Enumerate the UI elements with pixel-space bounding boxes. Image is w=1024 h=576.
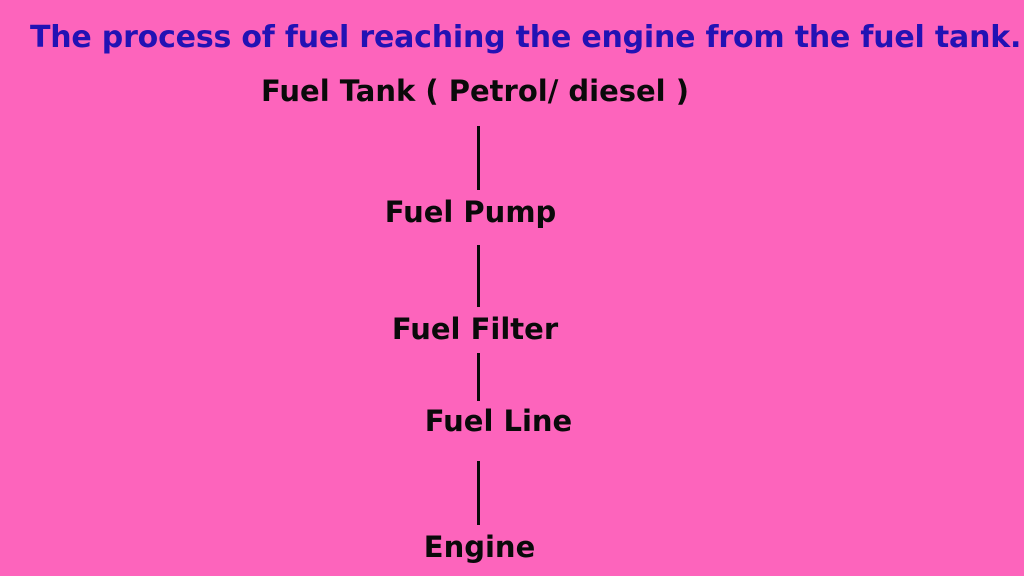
flow-node-fuel-tank: Fuel Tank ( Petrol/ diesel )	[261, 74, 689, 108]
flow-node-fuel-line: Fuel Line	[424, 404, 573, 438]
flow-connector-filter-to-line	[477, 353, 480, 401]
flow-connector-pump-to-filter	[477, 245, 480, 307]
flow-node-engine: Engine	[423, 530, 536, 564]
flow-connector-line-to-engine	[477, 461, 480, 525]
flow-node-fuel-filter: Fuel Filter	[391, 312, 559, 346]
page-title: The process of fuel reaching the engine …	[30, 20, 1022, 55]
flow-connector-tank-to-pump	[477, 126, 480, 190]
flow-node-fuel-pump: Fuel Pump	[384, 195, 557, 229]
